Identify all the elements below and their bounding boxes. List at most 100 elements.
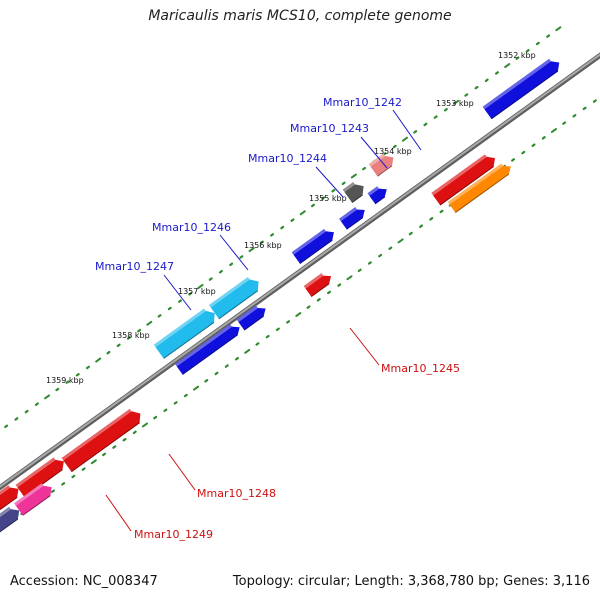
inner-tick	[367, 261, 372, 265]
feature-shadow	[22, 495, 51, 516]
feature-bevel	[208, 276, 250, 308]
feature-bevel	[14, 483, 44, 506]
feature-bevel	[339, 207, 357, 222]
gene-label-mmar10-1248[interactable]: Mmar10_1248	[197, 487, 276, 500]
inner-tick	[234, 356, 239, 361]
inner-tick	[163, 408, 168, 412]
feature-body	[293, 231, 334, 264]
gene-label-mmar10-1244[interactable]: Mmar10_1244	[248, 152, 327, 165]
inner-tick	[346, 275, 353, 281]
cds-feature[interactable]	[447, 163, 511, 213]
gene-label-mmar10-1249[interactable]: Mmar10_1249	[134, 528, 213, 541]
outer-tick	[331, 188, 336, 193]
outer-tick	[280, 225, 285, 230]
cds-feature-1247[interactable]	[153, 308, 215, 359]
feature-body	[63, 411, 141, 472]
cds-feature[interactable]	[236, 305, 266, 331]
inner-tick	[244, 348, 251, 354]
outer-tick	[178, 299, 183, 303]
cds-feature-1244[interactable]	[339, 207, 365, 230]
feature-body	[340, 209, 365, 230]
cds-feature-1242[interactable]	[368, 153, 394, 177]
outer-tick	[65, 380, 70, 384]
outer-tick	[515, 56, 520, 60]
gene-label-mmar10-1242[interactable]: Mmar10_1242	[323, 96, 402, 109]
feature-shadow	[491, 70, 559, 120]
inner-tick	[408, 231, 413, 236]
outer-tick	[95, 357, 102, 363]
inner-tick	[316, 298, 321, 302]
inner-tick	[275, 327, 280, 332]
inner-tick	[357, 268, 362, 273]
outer-tick	[525, 49, 530, 53]
cds-feature[interactable]	[431, 154, 496, 206]
outer-tick	[197, 283, 204, 289]
feature-shadow	[243, 315, 264, 331]
gene-label-mmar10-1246[interactable]: Mmar10_1246	[152, 221, 231, 234]
cds-feature-1245[interactable]	[303, 273, 332, 297]
inner-tick	[511, 158, 516, 162]
cds-feature-1243[interactable]	[342, 181, 364, 203]
inner-tick	[286, 320, 291, 324]
outer-tick	[474, 85, 479, 90]
feature-body	[176, 326, 240, 375]
outer-tick	[34, 402, 39, 406]
cds-feature[interactable]	[367, 186, 387, 205]
inner-tick	[592, 99, 597, 103]
outer-tick	[126, 336, 131, 340]
feature-bevel	[431, 154, 487, 196]
feature-bevel	[291, 228, 326, 255]
feature-shadow	[163, 321, 215, 359]
gene-leader-line	[349, 327, 380, 366]
gene-label-mmar10-1245[interactable]: Mmar10_1245	[381, 362, 460, 375]
cds-feature-1246[interactable]	[208, 276, 259, 320]
outer-tick	[259, 240, 264, 244]
outer-tick	[239, 255, 244, 259]
feature-body	[0, 487, 19, 510]
cds-feature[interactable]	[291, 228, 334, 264]
outer-tick	[413, 130, 418, 134]
inner-tick	[327, 290, 332, 295]
genome-backbone	[0, 52, 600, 491]
gene-label-mmar10-1243[interactable]: Mmar10_1243	[290, 122, 369, 135]
outer-tick	[85, 365, 90, 370]
inner-tick	[582, 106, 587, 111]
cds-feature-1249[interactable]	[14, 483, 52, 516]
inner-tick	[265, 334, 270, 339]
cds-feature[interactable]	[0, 506, 20, 557]
gene-leader-line	[315, 166, 344, 198]
tick-label: 1356 kbp	[244, 241, 282, 250]
gene-leader-line	[163, 274, 192, 311]
feature-shadow	[346, 217, 364, 230]
inner-tick	[429, 217, 434, 221]
cds-feature-1248[interactable]	[61, 408, 141, 473]
gene-label-mmar10-1247[interactable]: Mmar10_1247	[95, 260, 174, 273]
outer-tick	[137, 328, 142, 333]
outer-tick	[504, 63, 511, 69]
feature-shadow	[351, 194, 363, 203]
feature-bevel	[0, 485, 11, 495]
feature-bevel	[174, 324, 232, 367]
outer-tick	[44, 394, 51, 400]
cds-feature[interactable]	[174, 324, 240, 375]
map-title: Maricaulis maris MCS10, complete genome	[148, 8, 452, 24]
outer-tick	[341, 181, 346, 186]
cds-feature[interactable]	[482, 58, 560, 120]
tick-label: 1352 kbp	[498, 51, 536, 60]
feature-shadow	[377, 165, 393, 177]
outer-tick	[116, 343, 121, 348]
outer-tick	[270, 233, 275, 237]
tick-label: 1353 kbp	[436, 99, 474, 108]
outer-tick	[218, 269, 223, 274]
outer-tick	[555, 26, 562, 32]
feature-bevel	[482, 58, 551, 110]
feature-body	[238, 307, 266, 331]
inner-tick	[153, 415, 158, 420]
outer-tick	[188, 292, 193, 296]
inner-tick	[337, 283, 342, 287]
feature-body	[15, 485, 52, 516]
outer-tick	[321, 196, 326, 200]
inner-tick	[388, 246, 393, 251]
feature-shadow	[374, 196, 386, 205]
cds-feature[interactable]	[0, 485, 19, 542]
